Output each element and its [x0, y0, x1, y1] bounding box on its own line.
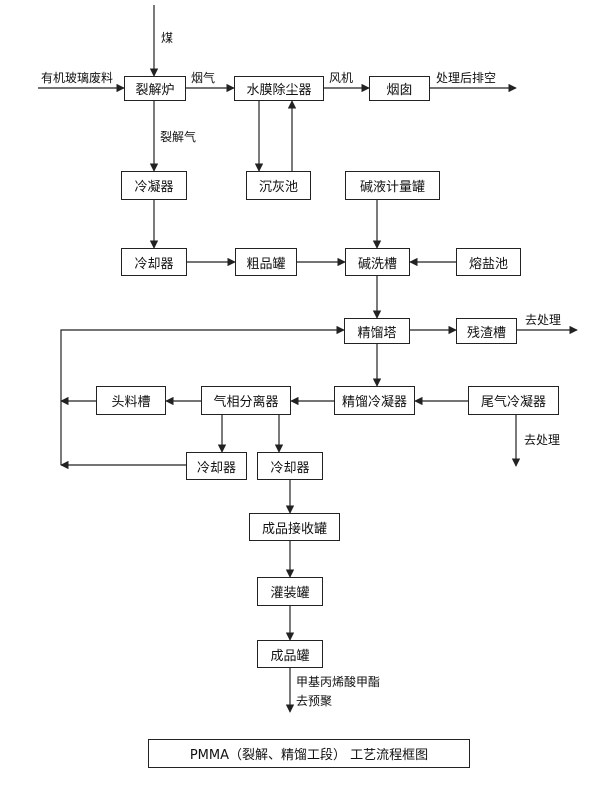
node-chimney: 烟囱	[369, 76, 430, 101]
node-cooler-3: 冷却器	[257, 452, 323, 480]
node-alkali-wash-tank: 碱洗槽	[345, 248, 410, 276]
node-ash-pool: 沉灰池	[246, 171, 311, 200]
node-tail-gas-condenser: 尾气冷凝器	[468, 386, 559, 415]
label-fan: 风机	[329, 71, 354, 85]
label-to-treatment-1: 去处理	[525, 313, 562, 327]
node-crude-product-tank: 粗品罐	[235, 248, 297, 276]
label-mma-line1: 甲基丙烯酸甲酯	[296, 675, 381, 689]
node-head-material-tank: 头料槽	[96, 386, 166, 415]
node-cooler-2: 冷却器	[186, 452, 247, 480]
node-rectification-tower: 精馏塔	[344, 318, 410, 344]
node-product-tank: 成品罐	[257, 640, 323, 668]
node-condenser: 冷凝器	[121, 171, 187, 200]
label-coal: 煤	[161, 31, 174, 45]
diagram-caption: PMMA（裂解、精馏工段） 工艺流程框图	[148, 739, 470, 768]
node-pyrolysis-furnace: 裂解炉	[124, 76, 186, 101]
node-water-film-dust-collector: 水膜除尘器	[234, 76, 324, 101]
label-pyrolysis-gas: 裂解气	[160, 130, 197, 144]
node-filling-tank: 灌装罐	[257, 577, 323, 606]
label-mma-line2: 去预聚	[296, 694, 333, 708]
node-alkali-metering-tank: 碱液计量罐	[345, 171, 440, 200]
node-salt-melting-pool: 熔盐池	[456, 248, 521, 276]
node-product-receiving-tank: 成品接收罐	[249, 513, 340, 541]
node-residue-tank: 残渣槽	[456, 318, 517, 344]
node-gas-phase-separator: 气相分离器	[201, 386, 291, 415]
label-exhaust-after-treatment: 处理后排空	[436, 71, 497, 85]
label-flue-gas: 烟气	[191, 71, 216, 85]
node-rectification-condenser: 精馏冷凝器	[334, 386, 415, 415]
label-organic-glass-waste: 有机玻璃废料	[41, 71, 114, 85]
label-to-treatment-2: 去处理	[524, 433, 561, 447]
recycle-bus-to-tower	[60, 325, 345, 465]
node-cooler-1: 冷却器	[121, 248, 187, 276]
